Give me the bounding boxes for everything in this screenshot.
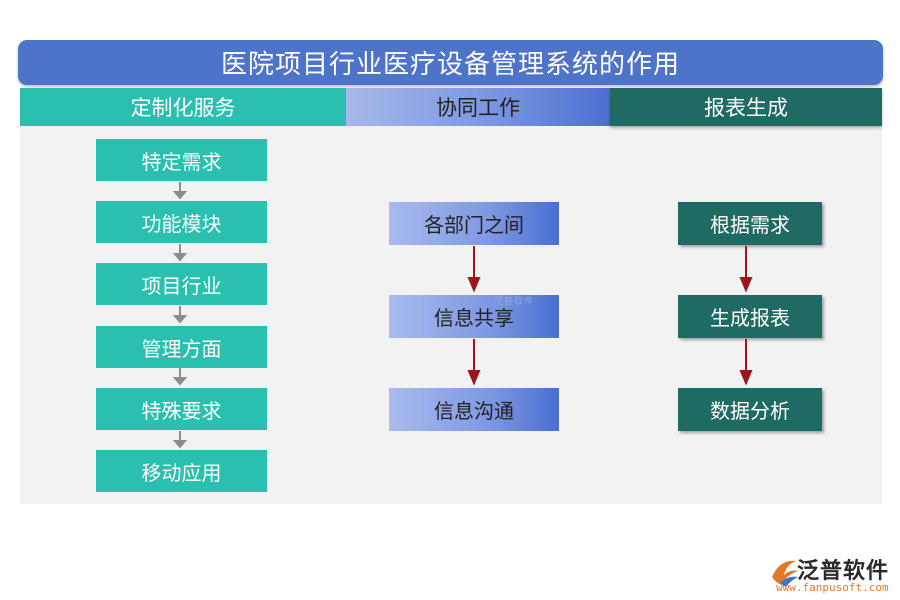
column-header-customized-service: 定制化服务 (20, 88, 346, 126)
node-mobile-application: 移动应用 (96, 450, 267, 492)
node-management-aspects: 管理方面 (96, 326, 267, 368)
node-information-communication: 信息沟通 (389, 388, 559, 431)
node-between-departments: 各部门之间 (389, 202, 559, 245)
node-specific-requirements: 特定需求 (96, 139, 267, 181)
node-function-modules: 功能模块 (96, 201, 267, 243)
watermark: 泛普软件 (494, 297, 535, 307)
node-data-analysis: 数据分析 (678, 388, 822, 431)
column-header-collaboration: 协同工作 (346, 88, 610, 126)
node-project-industry: 项目行业 (96, 263, 267, 305)
node-special-requirements: 特殊要求 (96, 388, 267, 430)
brand-logo-icon (772, 560, 798, 587)
node-generate-reports: 生成报表 (678, 295, 822, 338)
node-based-on-needs: 根据需求 (678, 202, 822, 245)
column-header-report-generation: 报表生成 (610, 88, 882, 126)
node-information-sharing: 信息共享 (389, 295, 559, 338)
brand-url: www.fanpusoft.com (776, 581, 889, 594)
diagram-title: 医院项目行业医疗设备管理系统的作用 (18, 40, 883, 85)
brand-name: 泛普软件 (797, 559, 890, 584)
